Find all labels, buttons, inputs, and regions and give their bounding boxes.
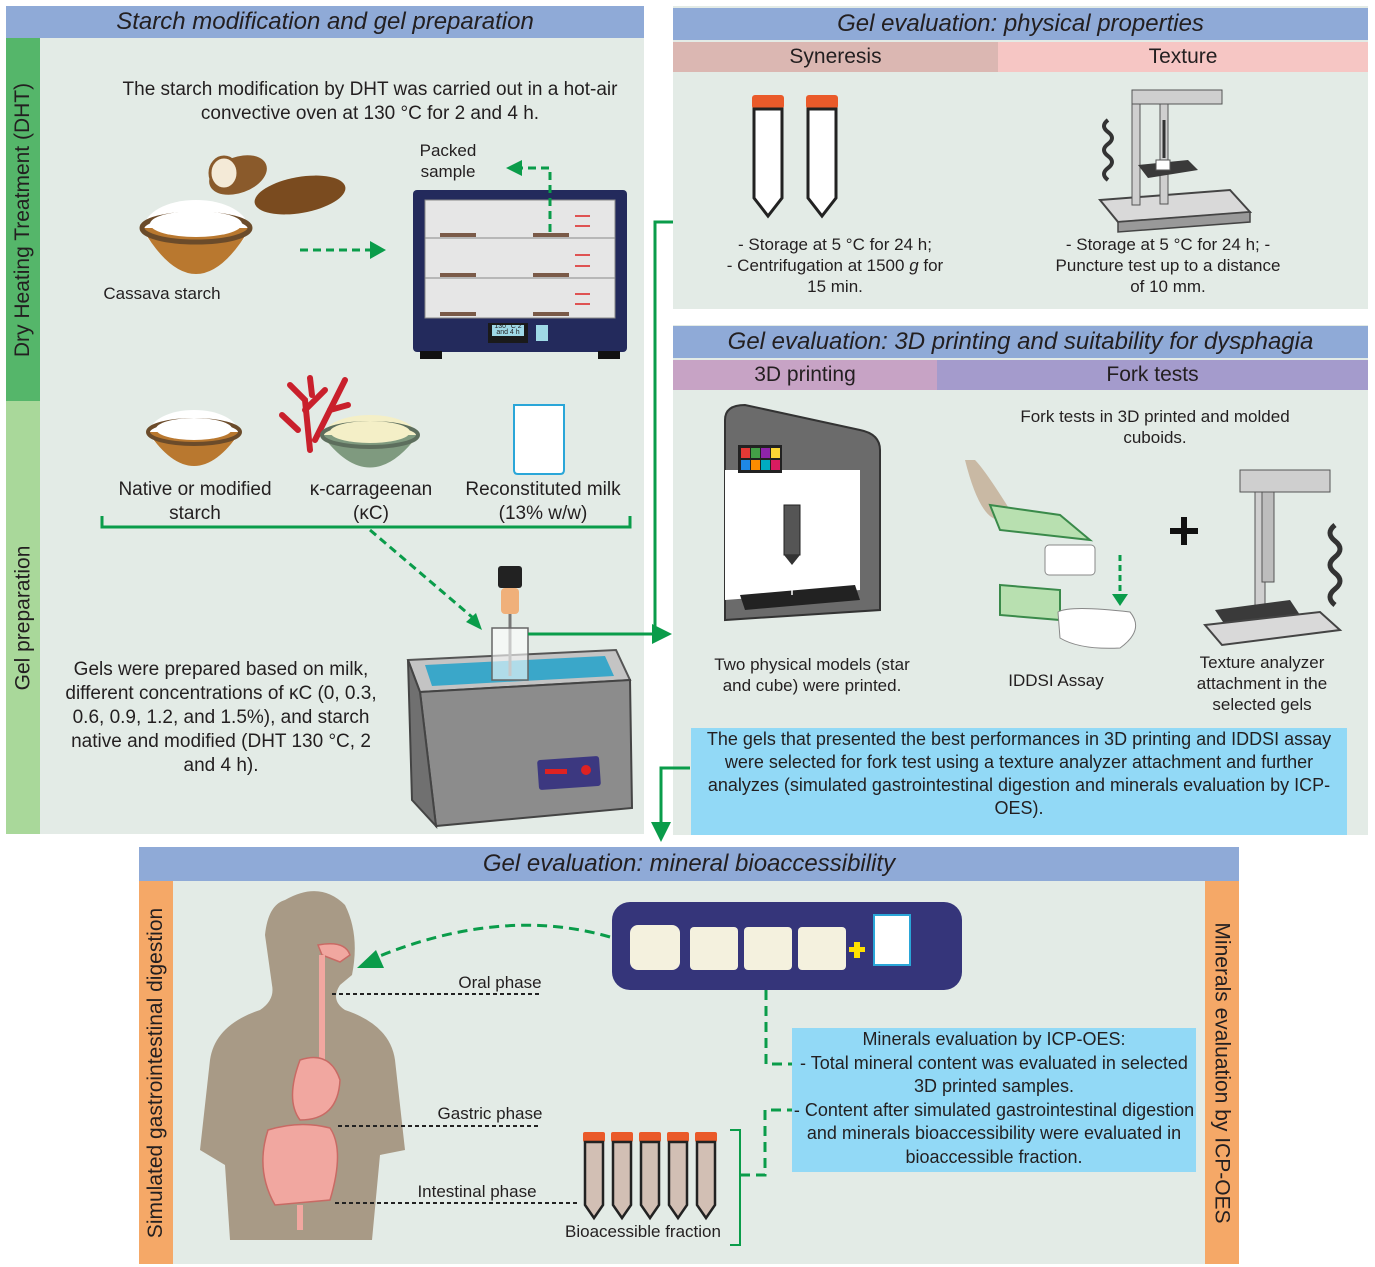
gastric-phase-label: Gastric phase — [437, 1104, 543, 1123]
intestinal-phase-label: Intestinal phase — [417, 1182, 537, 1201]
syneresis-step-2a: - Centrifugation at 1500 — [726, 256, 910, 275]
minerals-evaluation-box: Minerals evaluation by ICP-OES: - Total … — [792, 1028, 1196, 1172]
centrifuge-tube-icon — [611, 1132, 633, 1221]
cassava-root-icon — [208, 155, 346, 215]
minerals-item-1: - Total mineral content was evaluated in… — [800, 1052, 1188, 1097]
panel1-title: Starch modification and gel preparation — [6, 6, 644, 38]
syneresis-step-2: - Centrifugation at 1500 g for — [685, 255, 985, 276]
texture-description: - Storage at 5 °C for 24 h; - Puncture t… — [1055, 235, 1281, 296]
cassava-starch-label: Cassava starch — [103, 284, 221, 303]
oven-display: 130 °C 2 and 4 h — [494, 323, 522, 336]
minerals-item-2: - Content after simulated gastrointestin… — [793, 1099, 1195, 1167]
minerals-title: Minerals evaluation by ICP-OES: — [862, 1029, 1126, 1049]
selected-gels-box: The gels that presented the best perform… — [691, 728, 1347, 835]
carrageenan-bowl-icon — [320, 415, 420, 468]
panel4-title: Gel evaluation: mineral bioaccessibility — [139, 847, 1239, 881]
gel-side-bar: Gel preparation — [6, 401, 40, 834]
syneresis-step-3: 15 min. — [807, 277, 863, 296]
starch-bowl-icon — [139, 200, 253, 274]
panel2-title: Gel evaluation: physical properties — [673, 8, 1368, 40]
texture-header: Texture — [998, 42, 1368, 72]
bioacessible-fraction-label: Bioacessible fraction — [565, 1222, 721, 1241]
test-tube-icon — [752, 95, 784, 219]
ingredient-starch-label: Native or modified starch — [118, 479, 272, 524]
gels-description: Gels were prepared based on milk, differ… — [65, 659, 377, 776]
iddsi-label: IDDSI Assay — [1008, 671, 1104, 690]
centrifuge-tube-icon — [583, 1132, 605, 1221]
syneresis-step-2b: for — [918, 256, 944, 275]
texture-attachment-text: Texture analyzer attachment in the selec… — [1196, 653, 1328, 714]
centrifuge-tube-icon — [695, 1132, 717, 1221]
ingredient-milk-label: Reconstituted milk (13% w/w) — [465, 479, 621, 524]
oral-phase-label: Oral phase — [458, 973, 542, 992]
digestion-side-bar: Simulated gastrointestinal digestion — [139, 881, 173, 1264]
syneresis-header: Syneresis — [673, 42, 998, 72]
fork-tests-header: Fork tests — [937, 360, 1368, 390]
dht-description: The starch modification by DHT was carri… — [122, 79, 618, 124]
fork-intro-text: Fork tests in 3D printed and molded cubo… — [1020, 407, 1290, 447]
starch-bowl-small-icon — [146, 410, 242, 466]
centrifuge-tube-icon — [667, 1132, 689, 1221]
seaweed-icon — [279, 375, 351, 453]
dht-side-bar: Dry Heating Treatment (DHT) — [6, 38, 40, 401]
packed-sample-label: Packed sample — [419, 141, 477, 181]
centrifuge-tube-icon — [639, 1132, 661, 1221]
syneresis-step-2g: g — [909, 256, 919, 275]
printed-models-text: Two physical models (star and cube) were… — [714, 655, 910, 695]
milk-beaker-icon — [513, 404, 565, 475]
icp-side-bar: Minerals evaluation by ICP-OES — [1205, 881, 1239, 1264]
syneresis-step-1: - Storage at 5 °C for 24 h; — [738, 235, 932, 254]
printing-header: 3D printing — [673, 360, 937, 390]
panel3-title: Gel evaluation: 3D printing and suitabil… — [673, 326, 1368, 358]
test-tube-icon — [806, 95, 838, 219]
ingredient-kc-label: κ-carrageenan (κC) — [309, 479, 433, 524]
